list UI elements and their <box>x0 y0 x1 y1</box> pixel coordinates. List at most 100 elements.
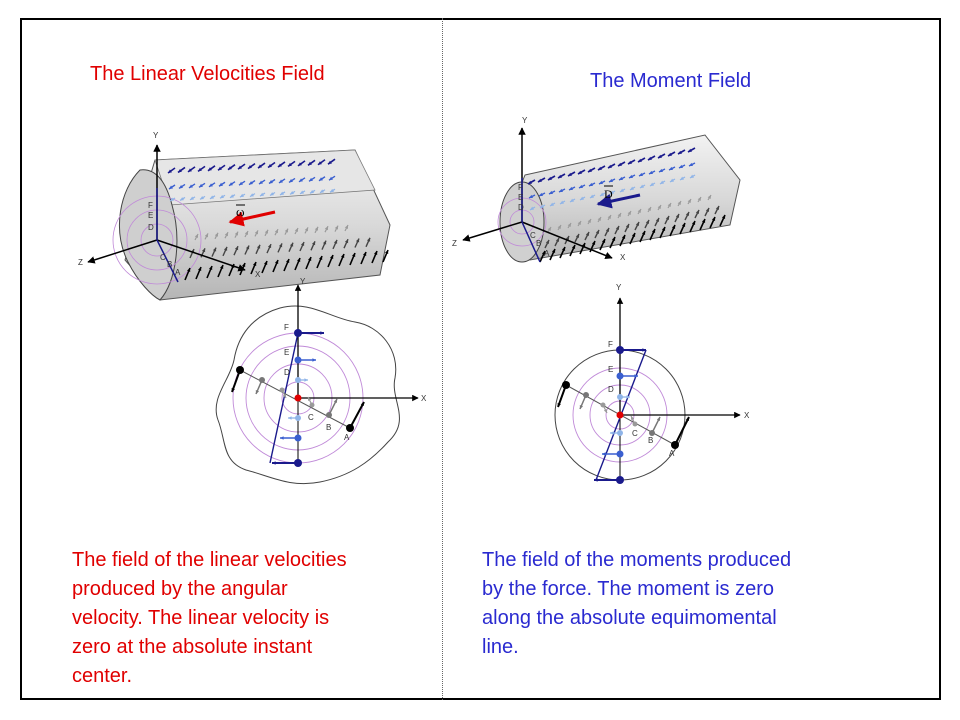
row-a-vector-head <box>286 259 290 263</box>
rrow-d-vector-head <box>630 186 634 190</box>
row-e-vector-head <box>179 185 183 189</box>
right2d-label-a: A <box>669 449 675 458</box>
rrow-a-vector-head <box>621 235 626 239</box>
omega-symbol: ω <box>236 204 245 219</box>
row-b-vector-head <box>344 239 349 244</box>
rpoint-b-point <box>649 430 655 436</box>
rpoint-a-left-vector-head <box>557 403 561 407</box>
rrow-b-vector-head <box>625 224 629 228</box>
row-d-vector-head <box>190 196 194 200</box>
rpoint-e-vector-head <box>634 374 638 378</box>
rrow-f-vector-head <box>588 168 592 172</box>
rrow-d-vector-head <box>550 202 554 206</box>
rrow-c-vector-head <box>687 199 691 203</box>
row-c-vector-head <box>304 227 308 232</box>
right-3d-axes <box>462 127 613 263</box>
rrow-c-vector-head <box>607 215 611 219</box>
rrow-a-vector-head <box>711 217 716 221</box>
rrow-e-vector-head <box>599 180 603 184</box>
center-point <box>616 411 624 419</box>
center-point <box>294 394 302 402</box>
rrow-a-vector-head <box>681 223 686 227</box>
left3d-label-a: A <box>175 268 181 277</box>
rrow-d-vector-head <box>690 174 694 178</box>
point-c-vector-head <box>308 397 312 401</box>
row-c-vector-head <box>344 225 348 229</box>
right2d-label-e: E <box>608 365 613 374</box>
right3d-label-a: A <box>544 249 550 258</box>
left2d-axis-x: X <box>421 394 427 403</box>
rrow-e-vector-head <box>639 172 643 176</box>
rpoint-b-left-point <box>583 392 589 398</box>
right2d-label-f: F <box>608 340 613 349</box>
row-b-vector-head <box>366 237 371 242</box>
rrow-d-vector-head <box>590 194 594 198</box>
rpoint-f-low-point <box>616 476 624 484</box>
left2d-label-c: C <box>308 413 314 422</box>
rrow-b-vector-head <box>595 230 599 234</box>
rrow-c-vector-head <box>557 225 561 229</box>
rrow-b-vector-head <box>715 206 719 210</box>
row-d-vector-head <box>290 191 294 195</box>
rpoint-d-point <box>617 394 623 400</box>
rrow-c-vector-head <box>657 205 661 209</box>
rrow-d-vector-head <box>580 196 584 200</box>
row-d-vector-head <box>170 197 174 201</box>
rrow-d-vector-head <box>560 200 564 204</box>
row-b-vector-head <box>355 238 360 243</box>
row-d-vector-head <box>220 194 224 199</box>
row-e-vector-head <box>279 179 283 183</box>
rrow-a-vector-head <box>571 245 576 249</box>
row-e-vector-head <box>189 184 193 188</box>
rrow-e-vector-head <box>659 168 663 172</box>
rrow-d-vector-head <box>570 198 574 202</box>
row-c-vector-head <box>324 226 328 231</box>
row-d-vector-head <box>300 190 304 194</box>
row-c-vector-head <box>284 228 288 233</box>
rrow-f-vector-head <box>688 148 692 152</box>
rrow-f-vector-head <box>658 154 662 158</box>
row-f-vector-head <box>318 161 322 165</box>
row-f-vector-head <box>218 166 222 171</box>
rpoint-c-vector-head <box>631 416 635 420</box>
point-a-vector-shaft <box>349 401 365 429</box>
rrow-a-vector-head <box>611 237 616 241</box>
point-a-left-point <box>236 366 244 374</box>
rrow-c-vector-head <box>597 217 601 221</box>
rrow-b-vector-head <box>555 238 559 242</box>
row-a-vector-head <box>319 256 323 260</box>
rrow-e-vector-head <box>629 174 633 178</box>
row-c-vector-head <box>334 225 338 230</box>
row-b-vector-head <box>245 245 250 250</box>
rrow-f-vector-head <box>628 160 632 164</box>
row-c-vector-head <box>294 228 298 232</box>
left3d-axis-z: Z <box>78 258 83 267</box>
rrow-b-vector-head <box>705 208 709 212</box>
row-f-vector-head <box>288 162 292 167</box>
rrow-b-vector-head <box>565 236 569 240</box>
rrow-a-vector-head <box>671 225 676 229</box>
rpoint-a-point <box>671 441 679 449</box>
left2d-label-a: A <box>344 433 350 442</box>
row-e-vector-head <box>229 182 233 186</box>
row-f-vector-head <box>248 165 252 169</box>
row-a-vector-head <box>374 251 378 255</box>
row-f-vector-head <box>198 167 202 172</box>
row-b-vector-head <box>234 246 239 251</box>
row-c-vector-head <box>254 230 258 235</box>
rrow-c-vector-head <box>637 209 641 213</box>
rrow-e-vector-head <box>589 182 593 186</box>
rrow-f-vector-head <box>648 156 652 160</box>
point-d-low-point <box>295 415 301 421</box>
point-c-point <box>309 402 315 408</box>
rrow-a-vector-head <box>591 241 596 245</box>
panel-divider <box>442 18 443 700</box>
point-d-point <box>295 377 301 383</box>
rrow-b-vector-head <box>615 226 619 230</box>
point-e-low-point <box>294 434 302 442</box>
left3d-label-c: C <box>160 253 166 262</box>
point-a-point <box>346 424 354 432</box>
point-c-left-point <box>279 387 285 393</box>
right2d-axis-x: X <box>744 411 750 420</box>
right-d-vector: D <box>596 185 641 209</box>
